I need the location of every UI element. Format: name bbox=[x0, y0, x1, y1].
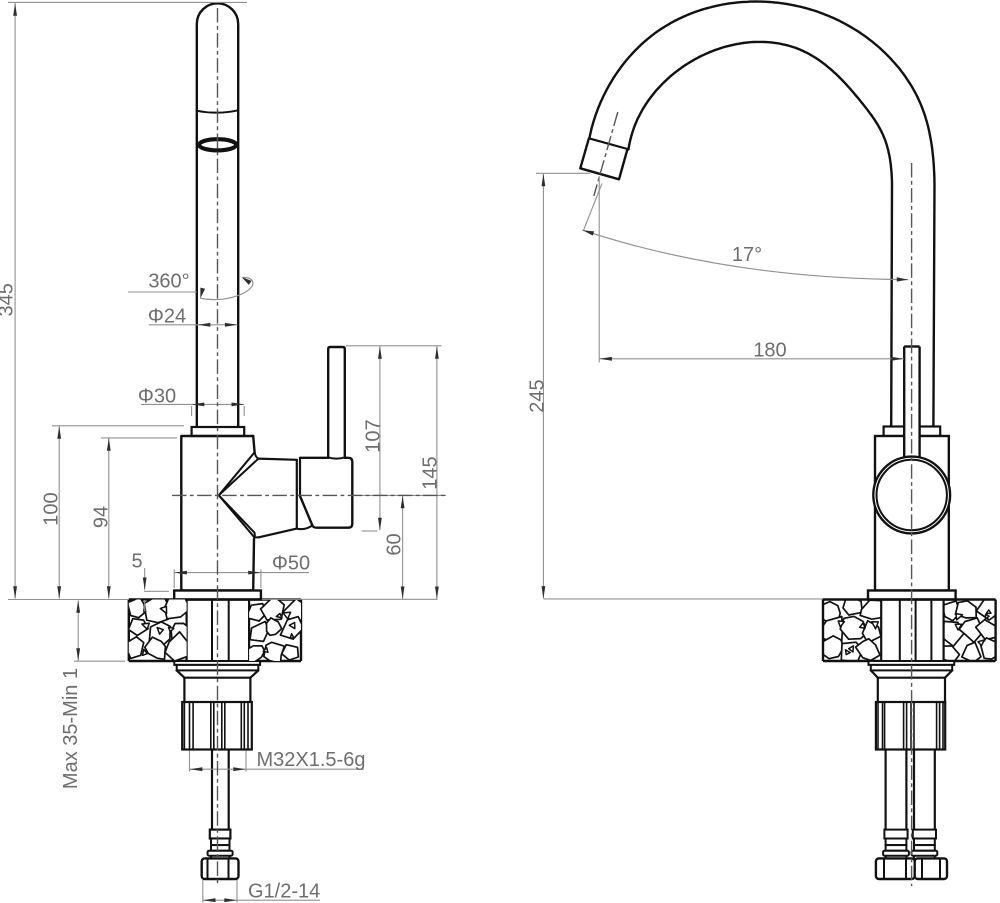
svg-text:94: 94 bbox=[90, 506, 112, 528]
svg-text:345: 345 bbox=[0, 283, 18, 316]
svg-text:Φ30: Φ30 bbox=[138, 386, 176, 408]
svg-text:360°: 360° bbox=[148, 271, 189, 293]
svg-text:180: 180 bbox=[753, 340, 786, 362]
svg-text:245: 245 bbox=[527, 379, 549, 412]
svg-text:100: 100 bbox=[41, 492, 63, 525]
svg-text:17°: 17° bbox=[732, 244, 762, 266]
svg-text:Φ24: Φ24 bbox=[148, 306, 186, 328]
svg-text:5: 5 bbox=[131, 551, 142, 573]
svg-text:M32X1.5-6g: M32X1.5-6g bbox=[257, 749, 366, 771]
svg-text:145: 145 bbox=[420, 456, 442, 489]
svg-text:G1/2-14: G1/2-14 bbox=[248, 881, 320, 903]
svg-text:60: 60 bbox=[384, 533, 406, 555]
svg-text:Φ50: Φ50 bbox=[272, 553, 310, 575]
svg-text:Max 35-Min 1: Max 35-Min 1 bbox=[60, 668, 82, 789]
svg-text:107: 107 bbox=[363, 419, 385, 452]
